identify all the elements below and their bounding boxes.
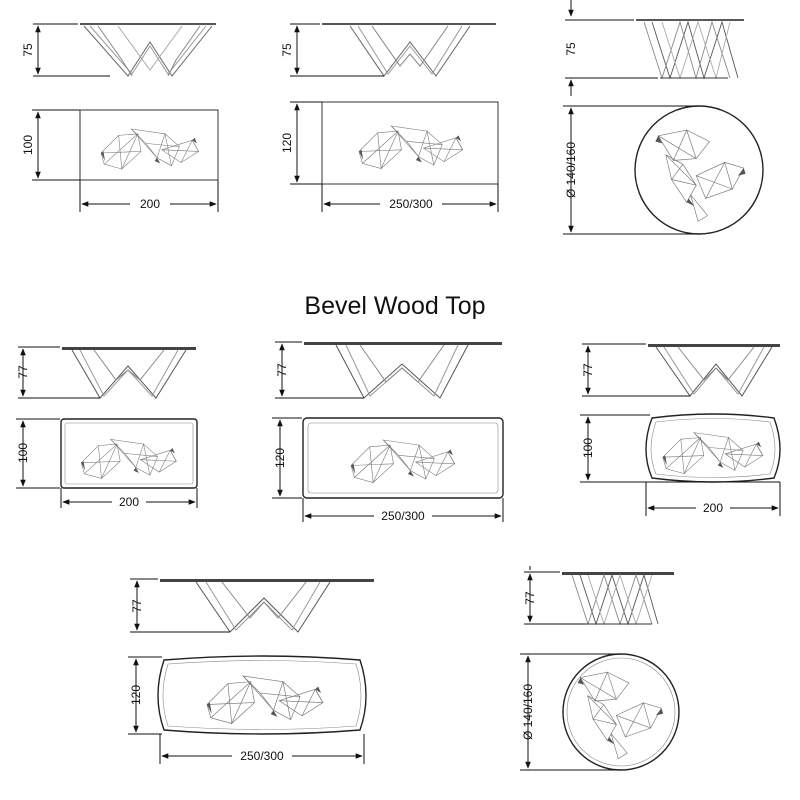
height-dimension — [582, 343, 690, 397]
table-2-elevation — [322, 23, 496, 77]
table-4-plan — [60, 418, 198, 489]
width-label: 250/300 — [240, 749, 284, 763]
depth-dimension — [290, 101, 322, 185]
height-label: 75 — [564, 42, 578, 56]
depth-label: 120 — [280, 133, 294, 153]
table-3-elevation — [636, 19, 744, 80]
height-dimension — [18, 346, 100, 399]
width-dimension — [302, 498, 504, 522]
width-label: 200 — [703, 501, 723, 515]
depth-dimension — [128, 656, 162, 735]
table-7-elevation — [160, 579, 374, 633]
depth-dimension — [16, 418, 60, 489]
table-1-plan — [79, 109, 219, 181]
height-label: 77 — [581, 363, 595, 377]
height-label: 75 — [21, 43, 35, 57]
diameter-dimension — [563, 105, 699, 235]
width-dimension — [321, 184, 499, 212]
width-label: 200 — [140, 197, 160, 211]
height-dimension — [130, 578, 230, 633]
height-dimension — [290, 23, 384, 77]
depth-dimension — [272, 417, 302, 499]
table-1-elevation — [80, 23, 216, 77]
height-dimension — [524, 566, 586, 625]
height-label: 77 — [130, 599, 144, 613]
height-label: 77 — [523, 591, 537, 605]
height-dimension — [33, 23, 110, 77]
table-3-plan — [634, 105, 764, 235]
height-label: 77 — [275, 363, 289, 377]
depth-dimension — [32, 109, 80, 181]
table-6-elevation — [648, 344, 780, 397]
table-8-plan — [562, 653, 680, 771]
width-label: 250/300 — [389, 197, 433, 211]
table-6-plan — [645, 413, 781, 483]
depth-label: 100 — [581, 438, 595, 458]
table-2-plan — [321, 101, 499, 185]
diameter-dimension — [520, 653, 621, 771]
width-label: 250/300 — [381, 509, 425, 523]
section-title: Bevel Wood Top — [304, 292, 485, 320]
height-label: 75 — [280, 43, 294, 57]
width-dimension — [60, 488, 198, 508]
diameter-label: Ø 140/160 — [564, 142, 578, 198]
depth-label: 100 — [16, 443, 30, 463]
table-4-elevation — [62, 347, 196, 399]
table-5-plan — [302, 417, 504, 499]
width-dimension — [645, 482, 781, 516]
height-dimension — [275, 341, 364, 399]
diameter-label: Ø 140/160 — [521, 684, 535, 740]
width-dimension — [159, 734, 365, 764]
depth-dimension — [580, 414, 780, 483]
height-label: 77 — [16, 365, 30, 379]
table-7-plan — [157, 655, 367, 735]
depth-label: 120 — [129, 685, 143, 705]
table-8-elevation — [562, 572, 674, 626]
table-5-elevation — [304, 342, 502, 399]
depth-label: 120 — [273, 448, 287, 468]
width-label: 200 — [119, 495, 139, 509]
width-dimension — [79, 180, 219, 212]
height-dimension — [565, 0, 658, 96]
depth-label: 100 — [21, 135, 35, 155]
